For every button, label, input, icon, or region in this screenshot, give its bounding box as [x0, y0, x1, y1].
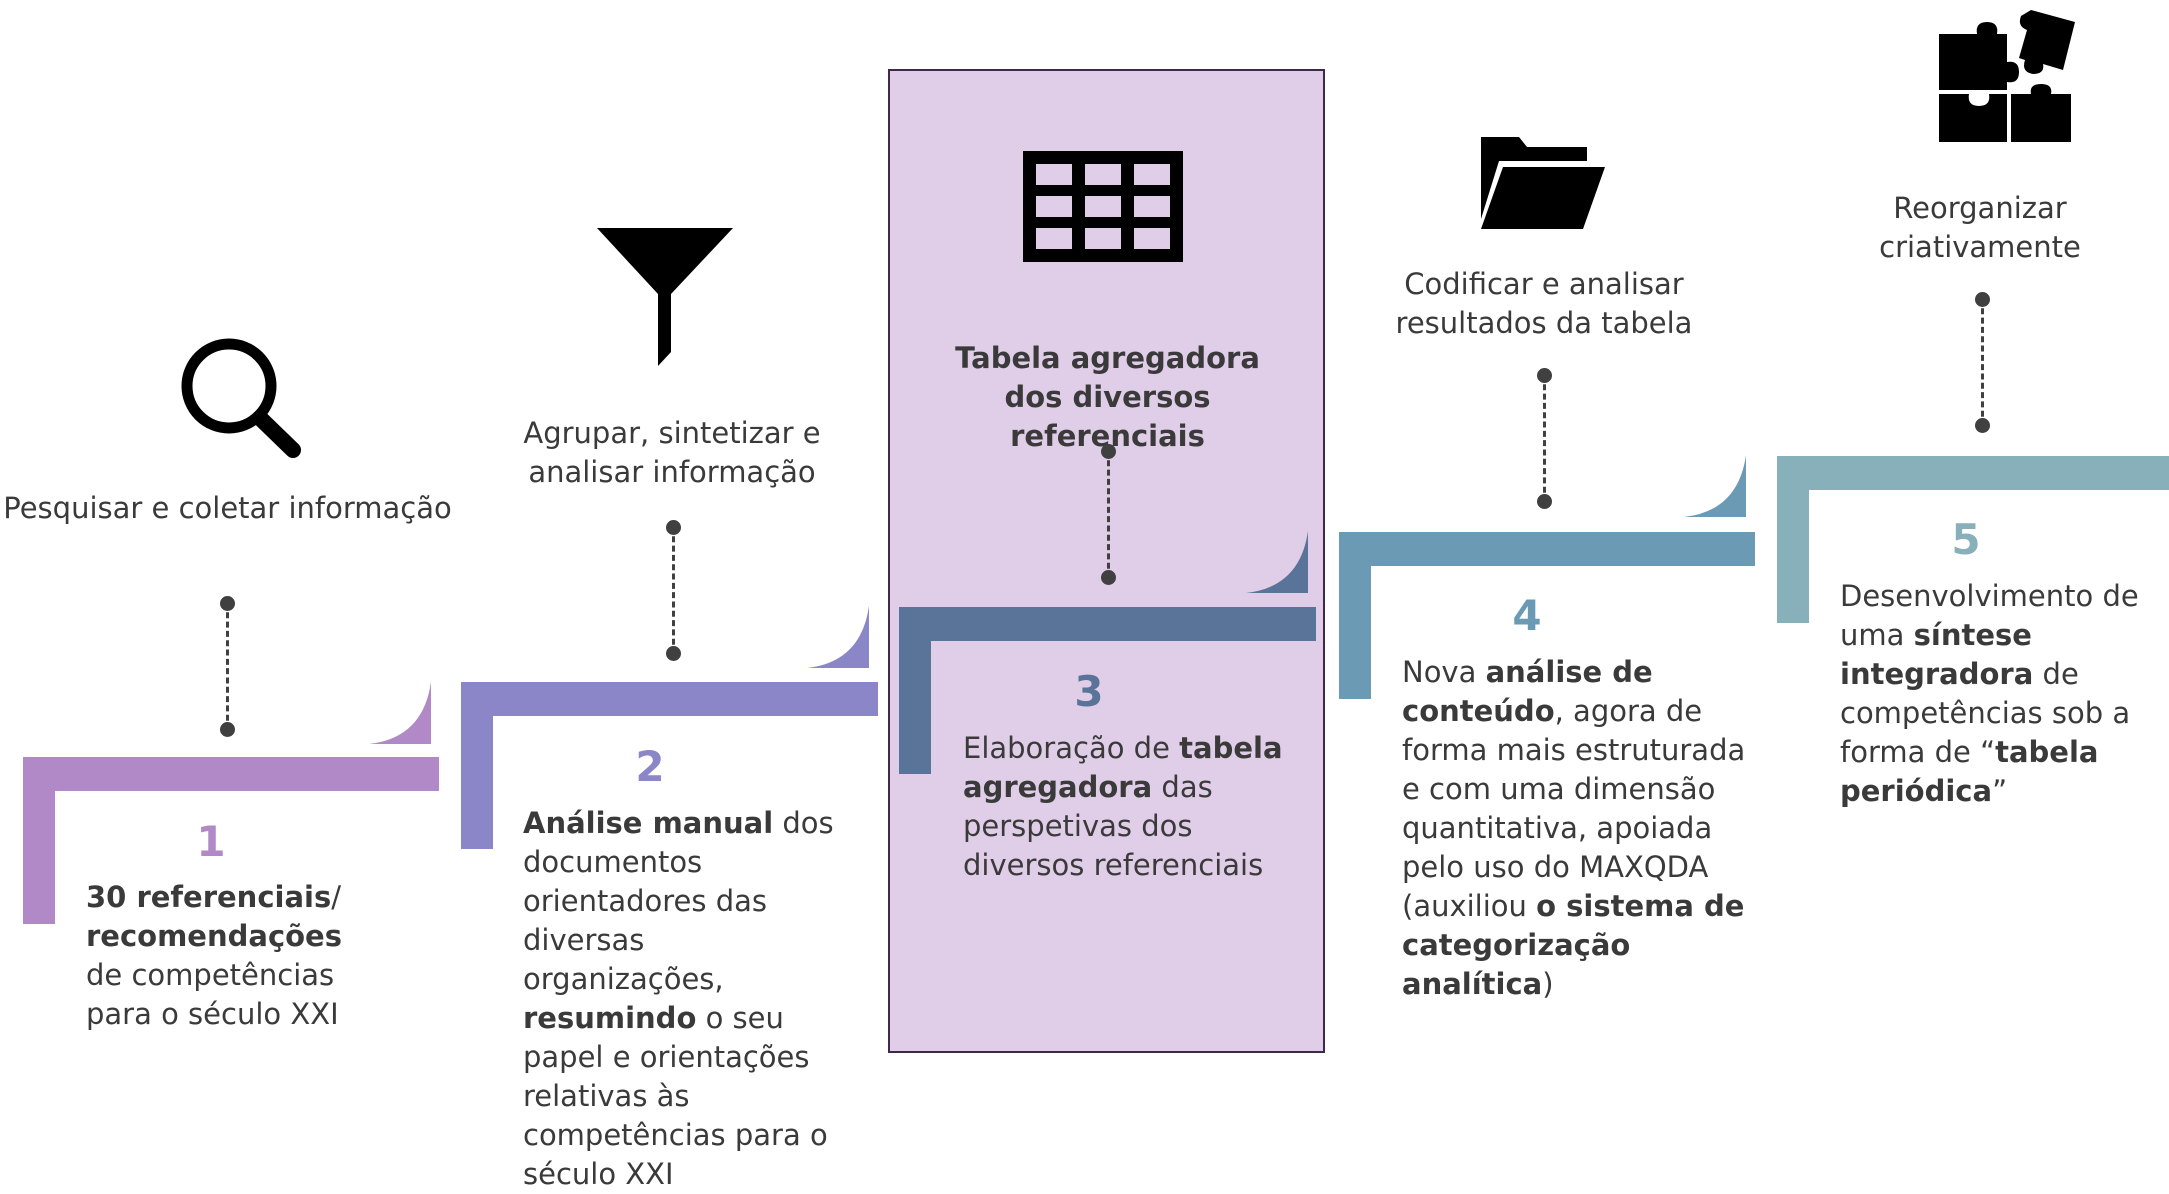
step-2-description: Análise manual dos documentos orientador… — [523, 806, 834, 1191]
step-3-curl — [1246, 531, 1308, 597]
step-4-number: 4 — [1512, 591, 1542, 640]
step-3-bar — [899, 607, 1316, 641]
step-2-number: 2 — [635, 742, 665, 791]
step-1-curl — [369, 682, 431, 748]
step-5-bar — [1777, 456, 2169, 490]
step-3-number: 3 — [1074, 667, 1104, 716]
step-5-number: 5 — [1951, 515, 1981, 564]
step-5-connector — [1975, 292, 1990, 433]
step-3-label: Tabela agregadora dos diversos referenci… — [955, 341, 1260, 453]
folder-icon — [1481, 137, 1605, 229]
step-2-curl — [807, 606, 869, 672]
step-4-bar — [1339, 532, 1755, 566]
step-3-connector — [1101, 444, 1116, 585]
step-4-description: Nova análise de conteúdo, agora de forma… — [1402, 655, 1746, 1001]
step-4-connector — [1537, 368, 1552, 509]
step-2-bar — [461, 682, 878, 716]
step-5-stem — [1777, 456, 1809, 623]
step-3-stem — [899, 607, 931, 774]
search-icon — [181, 338, 301, 458]
step-2-label: Agrupar, sintetizar e analisar informaçã… — [523, 416, 821, 489]
step-5-description: Desenvolvimento de uma síntese integrado… — [1840, 579, 2139, 808]
step-4-curl — [1684, 455, 1746, 521]
step-4-label: Codificar e analisar resultados da tabel… — [1395, 267, 1693, 340]
step-1-label: Pesquisar e coletar informação — [3, 491, 452, 525]
step-1-number: 1 — [196, 817, 226, 866]
step-1-description: 30 referenciais/ recomendações de compet… — [86, 880, 342, 1031]
step-1-connector — [220, 596, 235, 737]
table-icon — [1023, 151, 1183, 262]
step-3-description: Elaboração de tabela agregadora das pers… — [963, 731, 1283, 882]
step-1-stem — [23, 757, 55, 924]
step-2-stem — [461, 682, 493, 849]
step-2-connector — [666, 520, 681, 661]
puzzle-icon — [1939, 10, 2075, 142]
step-4-stem — [1339, 532, 1371, 699]
step-1-bar — [23, 757, 439, 791]
filter-icon — [597, 228, 733, 366]
step-5-label: Reorganizar criativamente — [1879, 191, 2081, 264]
